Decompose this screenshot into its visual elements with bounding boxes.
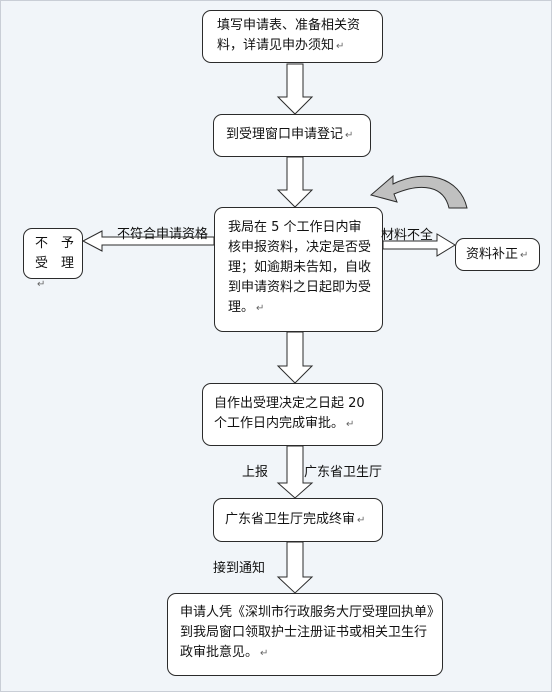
paragraph-mark: ↵ — [260, 648, 269, 659]
paragraph-mark: ↵ — [357, 515, 366, 526]
supplement-box: 资料补正↵ — [455, 238, 540, 271]
approve-text: 自作出受理决定之日起 20 个工作日内完成审批。 — [214, 396, 365, 431]
paragraph-mark: ↵ — [336, 41, 345, 52]
register-box: 到受理窗口申请登记↵ — [213, 114, 371, 157]
paragraph-mark: ↵ — [345, 130, 354, 141]
final-text: 广东省卫生厅完成终审 — [225, 512, 356, 527]
label-incomplete: 材料不全 — [381, 228, 434, 243]
arrow-approve-to-final — [276, 445, 314, 499]
label-report: 上报 — [242, 465, 269, 480]
arrow-review-to-supplement — [382, 233, 456, 257]
fill-form-box: 填写申请表、准备相关资料，详请见申办须知↵ — [202, 10, 383, 63]
arrow-fill-to-register — [276, 63, 314, 115]
curved-return-arrow — [369, 174, 468, 209]
paragraph-mark: ↵ — [346, 419, 355, 430]
arrow-register-to-review — [276, 156, 314, 208]
paragraph-mark: ↵ — [37, 279, 46, 290]
collect-box: 申请人凭《深圳市行政服务大厅受理回执单》到我局窗口领取护士注册证书或相关卫生行政… — [167, 593, 443, 676]
arrow-final-to-collect — [276, 541, 314, 594]
label-province: 广东省卫生厅 — [304, 465, 383, 480]
review-text: 我局在 5 个工作日内审核申报资料，决定是否受理；如逾期未告知，自收到申请资料之… — [228, 220, 372, 315]
arrow-review-to-approve — [276, 331, 314, 384]
arrow-review-to-reject — [81, 230, 215, 252]
register-text: 到受理窗口申请登记 — [226, 127, 344, 142]
label-not-qualified: 不符合申请资格 — [117, 227, 209, 242]
review-box: 我局在 5 个工作日内审核申报资料，决定是否受理；如逾期未告知，自收到申请资料之… — [214, 207, 383, 332]
collect-text: 申请人凭《深圳市行政服务大厅受理回执单》到我局窗口领取护士注册证书或相关卫生行政… — [180, 605, 434, 660]
approve-box: 自作出受理决定之日起 20 个工作日内完成审批。↵ — [202, 383, 383, 446]
fill-form-text: 填写申请表、准备相关资料，详请见申办须知 — [217, 18, 361, 53]
paragraph-mark: ↵ — [520, 250, 529, 261]
reject-line-2: 受 理 — [35, 256, 75, 271]
label-notified: 接到通知 — [213, 561, 266, 576]
reject-box: 不 予 受 理 ↵ — [23, 228, 83, 290]
supplement-text: 资料补正 — [466, 247, 519, 262]
paragraph-mark: ↵ — [256, 303, 265, 314]
final-box: 广东省卫生厅完成终审↵ — [213, 498, 383, 542]
reject-line-1: 不 予 — [35, 236, 75, 251]
